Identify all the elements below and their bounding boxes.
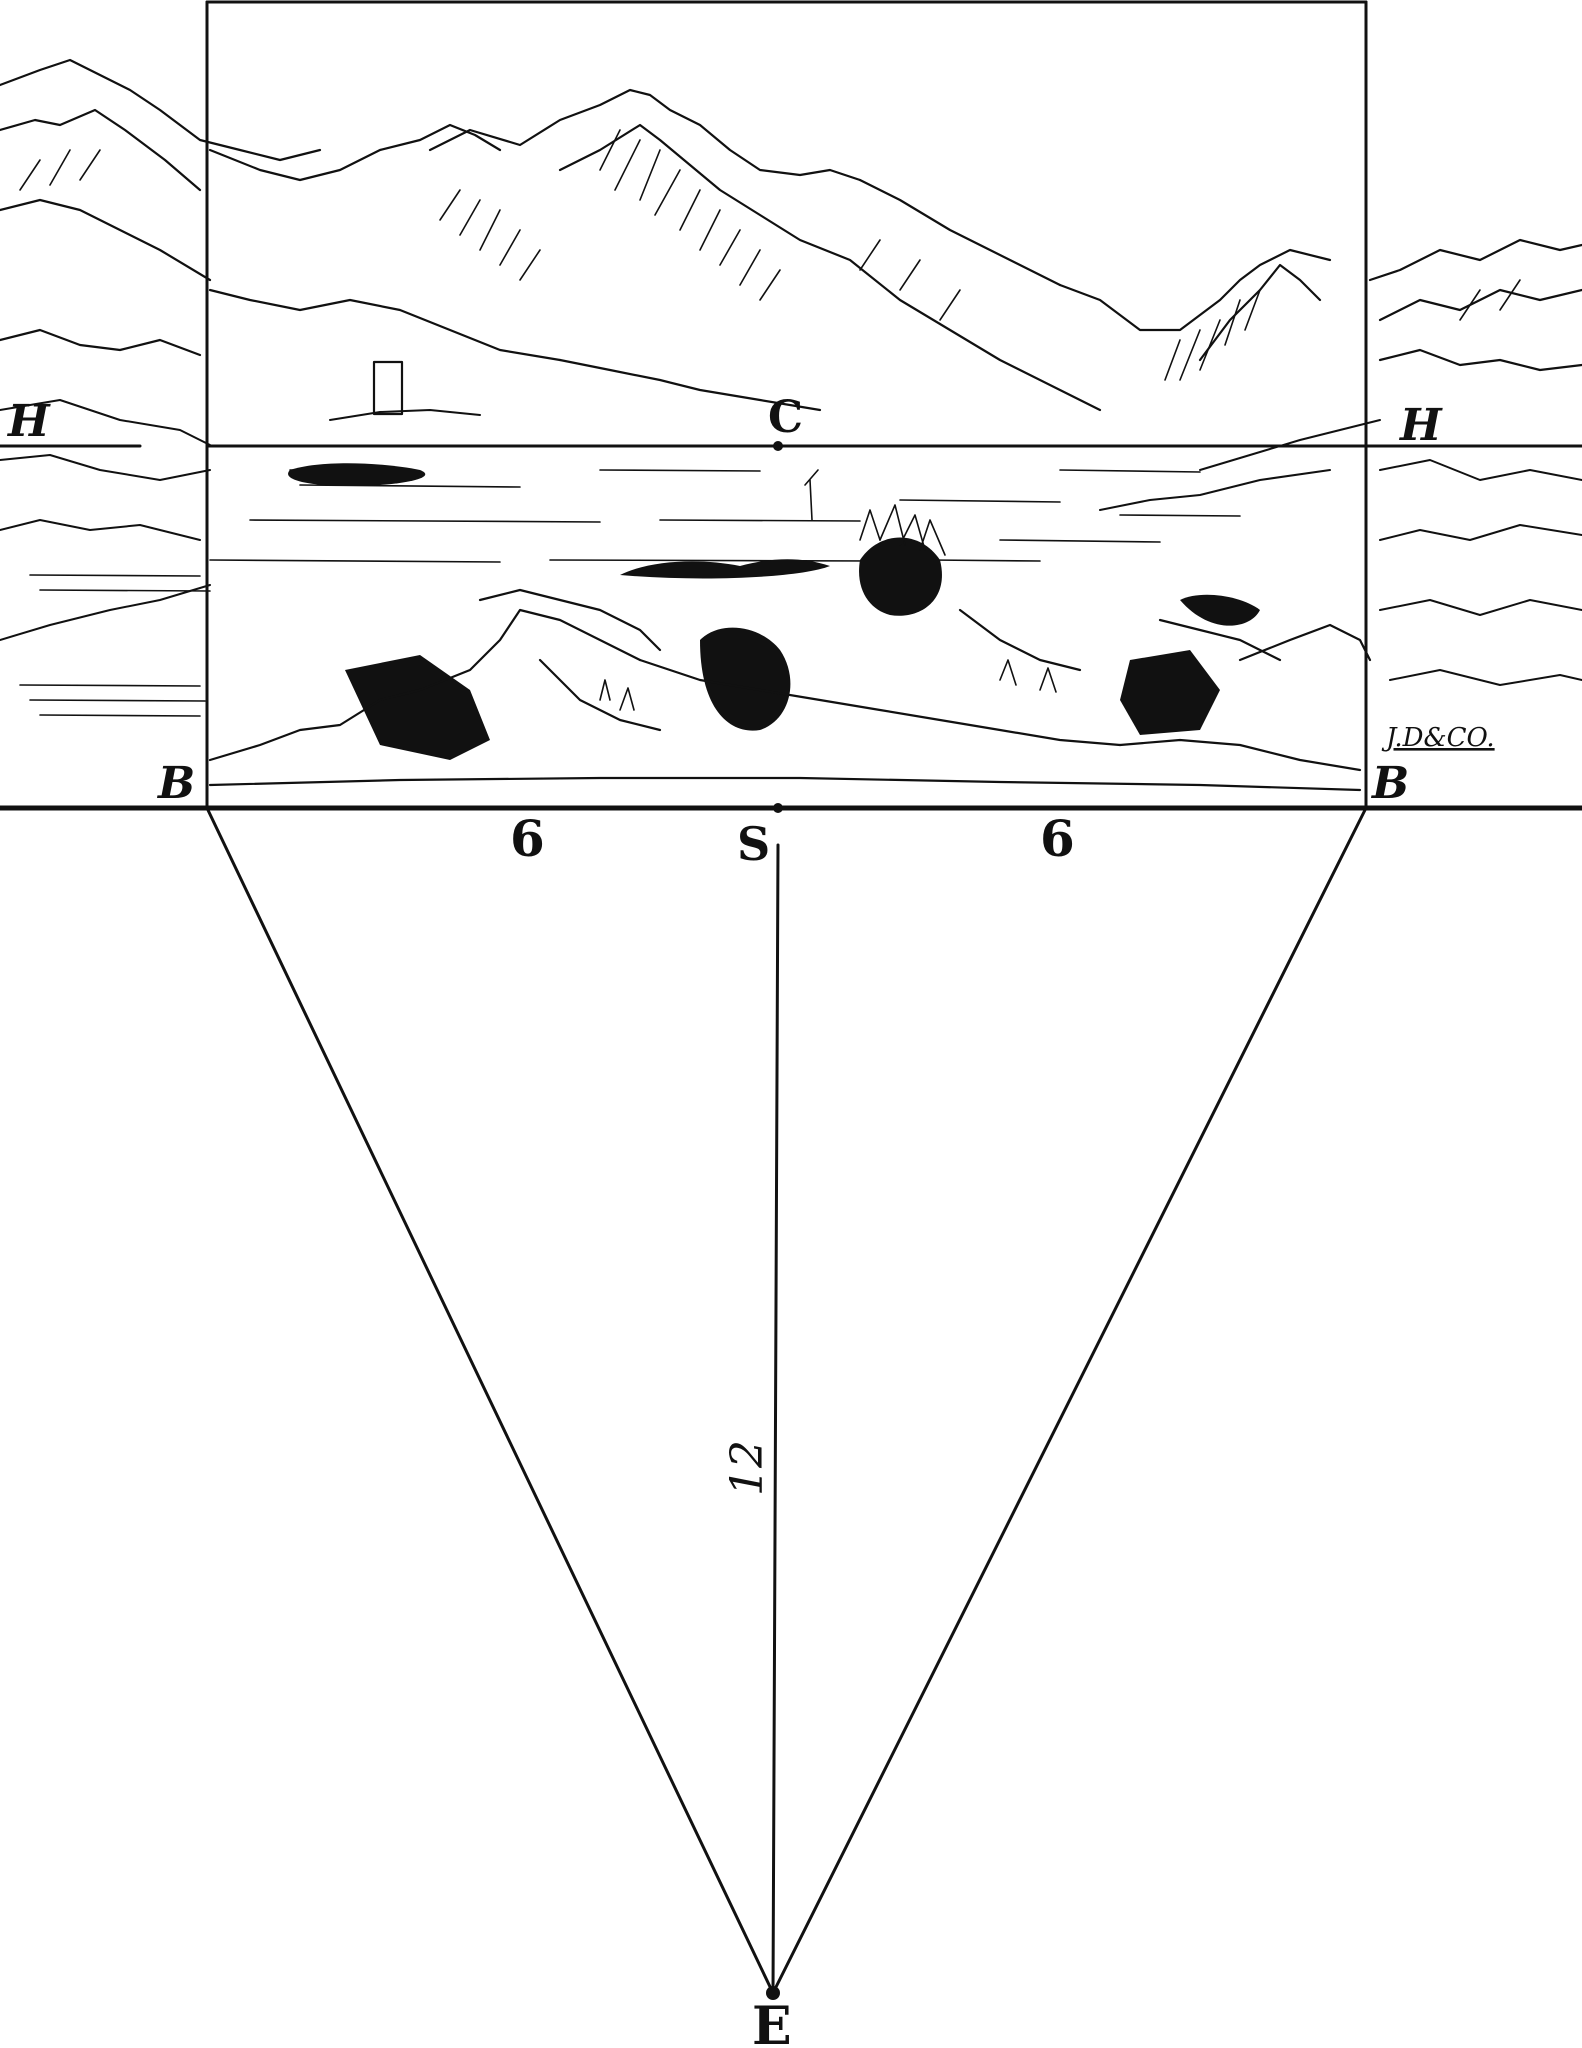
visual-ray-right bbox=[771, 806, 1368, 1995]
label-distance-eye: 12 bbox=[722, 1440, 773, 1496]
label-b-right: B bbox=[1370, 758, 1409, 809]
label-distance-left: 6 bbox=[510, 809, 545, 868]
label-s: S bbox=[737, 817, 770, 871]
mountain-ridges bbox=[0, 58, 1582, 412]
label-e: E bbox=[752, 1996, 792, 2048]
eye-point-e bbox=[766, 1986, 780, 2000]
centre-of-vision-point bbox=[773, 441, 783, 451]
construction-lines bbox=[0, 0, 1582, 1995]
foreground-outlines bbox=[208, 588, 1372, 792]
landscape-illustration bbox=[0, 58, 1582, 792]
mountain-hatching bbox=[19, 129, 1521, 381]
central-line-s-e bbox=[771, 843, 780, 1995]
tower-ruin bbox=[372, 360, 404, 416]
shrubs bbox=[599, 469, 1057, 711]
label-distance-right: 6 bbox=[1040, 809, 1075, 868]
engraver-signature: J.D&CO. bbox=[1381, 723, 1495, 753]
label-c: C bbox=[768, 392, 803, 443]
station-point-s bbox=[773, 803, 783, 813]
label-h-left: H bbox=[6, 396, 51, 447]
foreground-rocks bbox=[288, 463, 1260, 760]
visual-ray-left bbox=[205, 806, 775, 1995]
label-b-left: B bbox=[156, 758, 195, 809]
foothills bbox=[0, 399, 1582, 686]
label-h-right: H bbox=[1398, 400, 1443, 451]
lake-water-lines bbox=[19, 469, 1241, 717]
